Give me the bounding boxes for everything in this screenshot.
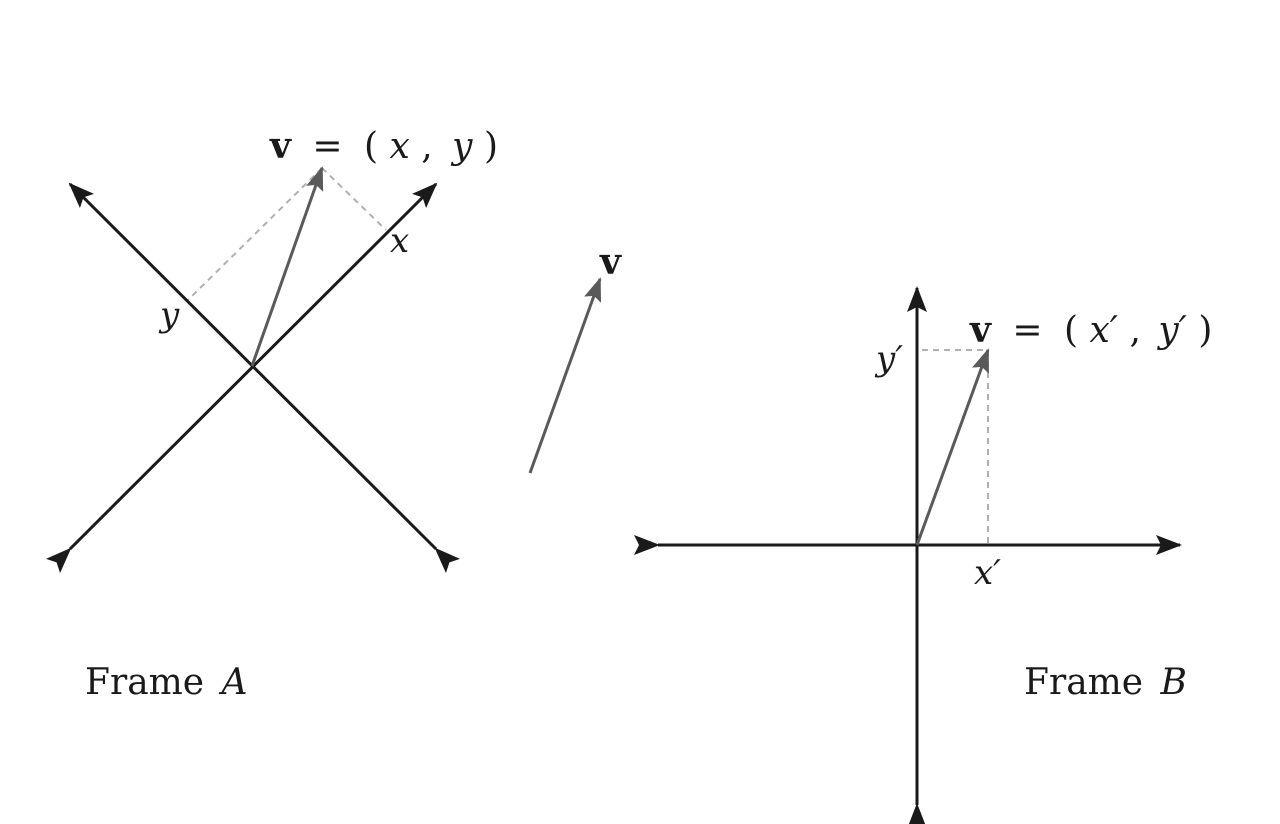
frame-a-vector-label: v = ( x , y ) bbox=[269, 125, 498, 167]
frame-a: v = ( x , y ) x y Frame A bbox=[45, 125, 498, 703]
frame-b-x-label: x′ bbox=[974, 553, 1001, 593]
frame-a-title: Frame A bbox=[85, 662, 248, 703]
free-vector-label: v bbox=[599, 241, 622, 283]
frame-b-y-label: y′ bbox=[874, 339, 903, 379]
free-vector-arrow bbox=[528, 277, 602, 474]
frame-a-vector bbox=[250, 166, 324, 367]
frame-a-projection-x bbox=[321, 167, 387, 231]
frame-a-x-label: x bbox=[390, 221, 409, 261]
frame-b-vector-label: v = ( x′ , y′ ) bbox=[969, 309, 1212, 351]
free-vector: v bbox=[528, 241, 622, 474]
frame-a-y-label: y bbox=[158, 295, 180, 335]
frame-a-y-axis bbox=[68, 182, 461, 574]
frame-b: v = ( x′ , y′ ) y′ x′ Frame B bbox=[634, 286, 1212, 824]
frame-b-title: Frame B bbox=[1024, 662, 1187, 703]
frame-b-vector bbox=[915, 348, 990, 546]
frame-a-projection-y bbox=[187, 167, 323, 301]
